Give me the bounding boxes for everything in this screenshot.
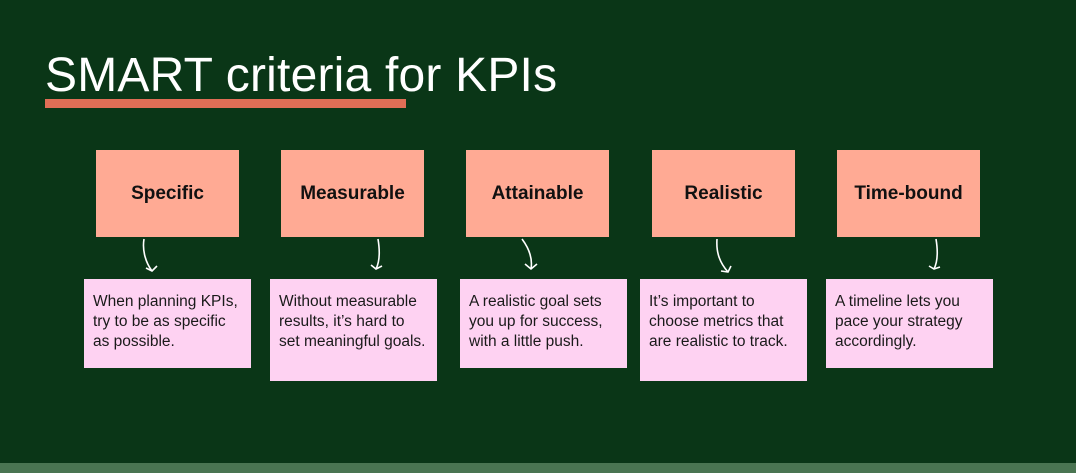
curved-arrow-down-icon: [142, 238, 158, 272]
criterion-time-bound-header: Time-bound: [837, 150, 980, 237]
criterion-specific-header: Specific: [96, 150, 239, 237]
criterion-measurable-header: Measurable: [281, 150, 424, 237]
curved-arrow-down-icon: [370, 238, 383, 270]
bottom-band: [0, 463, 1076, 473]
curved-arrow-down-icon: [521, 238, 538, 271]
criterion-measurable-description: Without measurable results, it’s hard to…: [270, 279, 437, 381]
curved-arrow-down-icon: [928, 238, 941, 270]
criterion-realistic-description: It’s important to choose metrics that ar…: [640, 279, 807, 381]
criterion-attainable-description: A realistic goal sets you up for success…: [460, 279, 627, 368]
curved-arrow-down-icon: [716, 238, 732, 273]
criterion-time-bound-description: A timeline lets you pace your strategy a…: [826, 279, 993, 368]
criterion-realistic-header: Realistic: [652, 150, 795, 237]
criterion-specific-description: When planning KPIs, try to be as specifi…: [84, 279, 251, 368]
title-underline: [45, 99, 406, 108]
page-title: SMART criteria for KPIs: [45, 49, 558, 102]
criterion-attainable-header: Attainable: [466, 150, 609, 237]
